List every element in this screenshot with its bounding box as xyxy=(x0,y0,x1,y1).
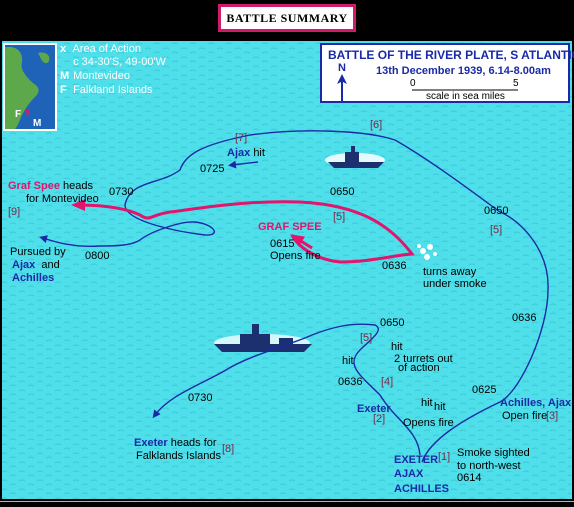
event-text: heads xyxy=(63,180,94,192)
ref-5-low: [5] xyxy=(360,332,373,344)
exeter-start-label: EXETER xyxy=(394,454,439,466)
north-west-label: to north-west xyxy=(457,460,521,472)
time-0730-top: 0730 xyxy=(109,186,134,198)
hit-label-4: hit xyxy=(434,401,446,413)
legend-key: F xyxy=(60,84,67,96)
scale-start: 0 xyxy=(410,78,416,89)
legend-text: c 34-30'S, 49-00'W xyxy=(73,56,166,68)
ref-5-right: [5] xyxy=(490,224,503,236)
graf-spee-track xyxy=(71,199,415,264)
legend-item: x Area of Action xyxy=(60,43,141,55)
graf-spee-label: GRAF SPEE xyxy=(258,221,322,233)
legend: x Area of Action c 34-30'S, 49-00'W M Mo… xyxy=(60,43,188,99)
battle-heading: BATTLE OF THE RIVER PLATE, S ATLANTIC xyxy=(328,48,574,62)
legend-text: Falkland Islands xyxy=(73,84,153,96)
ref-9: [9] xyxy=(8,206,21,218)
open-fire-label: Open fire xyxy=(502,410,548,422)
pursued-by-label: Pursued by xyxy=(10,246,66,258)
sea xyxy=(0,40,574,502)
achilles-ajax-label: Achilles, Ajax xyxy=(500,397,572,409)
hit-label-2: hit xyxy=(342,355,354,367)
ship-name: Graf Spee xyxy=(8,180,60,192)
ship-name: Ajax xyxy=(12,259,36,271)
opens-fire-low-label: Opens fire xyxy=(403,417,454,429)
legend-key: M xyxy=(60,70,70,82)
info-box: BATTLE OF THE RIVER PLATE, S ATLANTIC N … xyxy=(320,43,574,103)
ref-5-mid: [5] xyxy=(333,211,346,223)
for-montevideo-label: for Montevideo xyxy=(26,193,99,205)
exeter-track xyxy=(152,323,421,456)
turrets-label: 2 turrets out xyxy=(394,353,453,365)
ref-7: [7] xyxy=(235,132,248,144)
inset-montevideo-mark: F xyxy=(15,109,22,120)
smoke-sighted-label: Smoke sighted xyxy=(457,447,530,459)
time-0614: 0614 xyxy=(457,472,482,484)
ref-3: [3] xyxy=(546,410,559,422)
turns-away-label: turns away xyxy=(423,266,477,278)
time-0650-pink: 0650 xyxy=(330,186,355,198)
ship-name: Exeter xyxy=(134,437,168,449)
time-0650-mid: 0650 xyxy=(380,317,405,329)
ajax-heading-arrow xyxy=(228,160,259,169)
battle-date: 13th December 1939, 6.14-8.00am xyxy=(376,65,551,77)
achilles-pursuit-label: Achilles xyxy=(12,272,55,284)
time-0636-low: 0636 xyxy=(338,376,363,388)
time-0800: 0800 xyxy=(85,250,110,262)
time-0615: 0615 xyxy=(270,238,295,250)
inset-falklands-mark: M xyxy=(33,118,42,129)
time-0636-center: 0636 xyxy=(382,260,407,272)
hit-label-3: hit xyxy=(421,397,433,409)
legend-text: Montevideo xyxy=(73,70,130,82)
pursued-ships-label: Ajax and xyxy=(12,259,60,271)
legend-item: c 34-30'S, 49-00'W xyxy=(60,56,166,68)
time-0650-right: 0650 xyxy=(484,205,509,217)
legend-item: M Montevideo xyxy=(60,70,130,82)
inset-map: x F M xyxy=(3,43,57,131)
ref-1: [1] xyxy=(438,451,451,463)
ship-name: Ajax xyxy=(227,147,251,159)
time-0625: 0625 xyxy=(472,384,497,396)
ref-8: [8] xyxy=(222,443,235,455)
north-label: N xyxy=(338,62,346,74)
scale-bar xyxy=(412,89,518,91)
exeter-mid-label: Exeter xyxy=(357,403,391,415)
legend-item: F Falkland Islands xyxy=(60,84,153,96)
under-smoke-label: under smoke xyxy=(423,278,487,290)
legend-text: Area of Action xyxy=(72,43,141,55)
time-0725: 0725 xyxy=(200,163,225,175)
inset-landmass xyxy=(5,47,50,129)
ajax-hit-label: Ajax hit xyxy=(227,147,265,159)
event-text: and xyxy=(41,259,60,271)
ref-4: [4] xyxy=(381,376,394,388)
ajax-achilles-track xyxy=(39,130,549,463)
page-title: BATTLE SUMMARY xyxy=(218,4,356,32)
smoke-screen xyxy=(417,244,437,260)
event-text: heads for xyxy=(170,437,217,449)
time-0636-right: 0636 xyxy=(512,312,537,324)
graf-spee-heads-label: Graf Spee heads xyxy=(8,180,93,192)
scale-end: 5 xyxy=(513,78,519,89)
achilles-start-label: ACHILLES xyxy=(394,483,449,495)
of-action-label: of action xyxy=(398,362,440,374)
ref-6: [6] xyxy=(370,119,383,131)
ref-2: [2] xyxy=(373,413,386,425)
hit-label-1: hit xyxy=(391,341,403,353)
legend-key: x xyxy=(60,43,67,55)
map-frame xyxy=(0,39,574,501)
ajax-start-label: AJAX xyxy=(394,468,424,480)
graf-spee-start-arrow xyxy=(290,234,313,250)
scale-caption: scale in sea miles xyxy=(426,91,505,102)
time-0730-low: 0730 xyxy=(188,392,213,404)
falklands-label: Falklands Islands xyxy=(136,450,221,462)
exeter-heads-label: Exeter heads for xyxy=(134,437,217,449)
inset-action-mark: x xyxy=(25,107,31,118)
opens-fire-top-label: Opens fire xyxy=(270,250,321,262)
warship-graphic-top xyxy=(325,146,385,168)
warship-graphic-bottom xyxy=(214,324,312,352)
north-arrow-icon xyxy=(337,74,347,102)
event-text: hit xyxy=(253,147,265,159)
